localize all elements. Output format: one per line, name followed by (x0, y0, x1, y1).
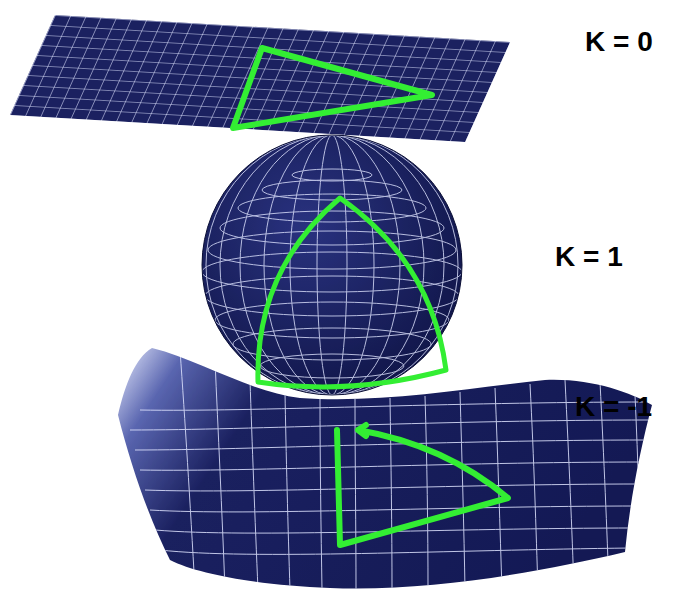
curvature-label: K = 1 (555, 243, 623, 271)
sphere (202, 135, 462, 395)
curvature-label: K = -1 (575, 393, 652, 421)
curvature-label: K = 0 (585, 28, 653, 56)
flat-plane (10, 15, 510, 142)
